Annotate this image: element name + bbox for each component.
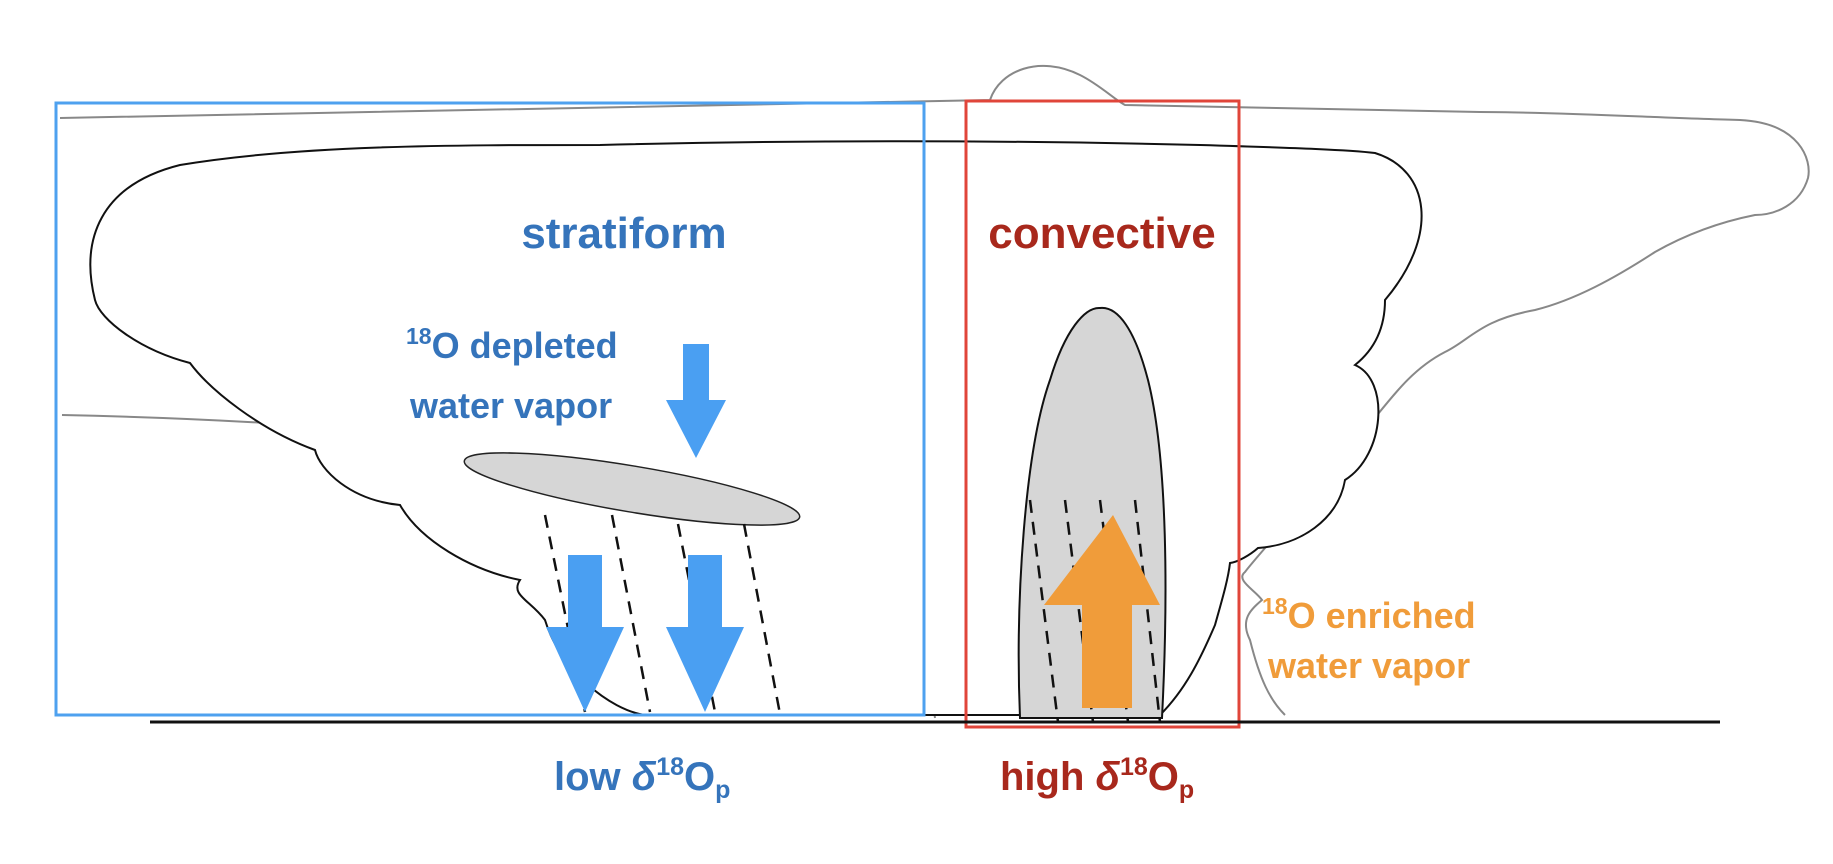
stratiform-rain-streak <box>610 514 652 713</box>
isotope-superscript: 18 <box>406 323 432 349</box>
convective-rain-streak <box>1133 499 1162 723</box>
upward-arrow-icon <box>1044 515 1160 708</box>
depleted-vapor-label-line2: water vapor <box>409 385 612 426</box>
high-delta-label: high δ18Op <box>1000 753 1194 804</box>
stratiform-rain-streak <box>742 523 782 715</box>
downward-arrow-icon <box>666 344 726 458</box>
high-word: high <box>1000 755 1096 799</box>
oxygen-letter: O <box>684 755 715 799</box>
cloud-outline <box>89 140 1423 716</box>
enriched-vapor-label-line2: water vapor <box>1267 645 1470 686</box>
downward-arrow-icon <box>546 555 624 712</box>
depleted-text: O depleted <box>432 325 618 366</box>
stratiform-region-box <box>54 101 926 717</box>
precip-subscript: p <box>1179 776 1194 804</box>
convective-rain-streak <box>1028 499 1060 723</box>
isotope-superscript: 18 <box>1120 753 1148 781</box>
low-delta-label: low δ18Op <box>554 753 730 804</box>
delta-symbol: δ <box>632 755 657 799</box>
anvil-outline <box>59 65 1810 716</box>
isotope-superscript: 18 <box>656 753 684 781</box>
isotope-superscript: 18 <box>1262 593 1288 619</box>
enriched-vapor-label-line1: 18O enriched <box>1262 593 1476 636</box>
convective-region-box <box>964 99 1241 729</box>
delta-symbol: δ <box>1096 755 1121 799</box>
stratiform-rain-streak <box>543 514 587 713</box>
downward-arrow-icon <box>666 555 744 712</box>
low-word: low <box>554 755 632 799</box>
precip-subscript: p <box>715 776 730 804</box>
oxygen-letter: O <box>1148 755 1179 799</box>
enriched-text: O enriched <box>1288 595 1476 636</box>
stratiform-label: stratiform <box>521 209 726 258</box>
depleted-vapor-label-line1: 18O depleted <box>406 323 618 366</box>
convective-label: convective <box>988 209 1215 258</box>
stratiform-cloud-ellipse <box>463 452 801 526</box>
